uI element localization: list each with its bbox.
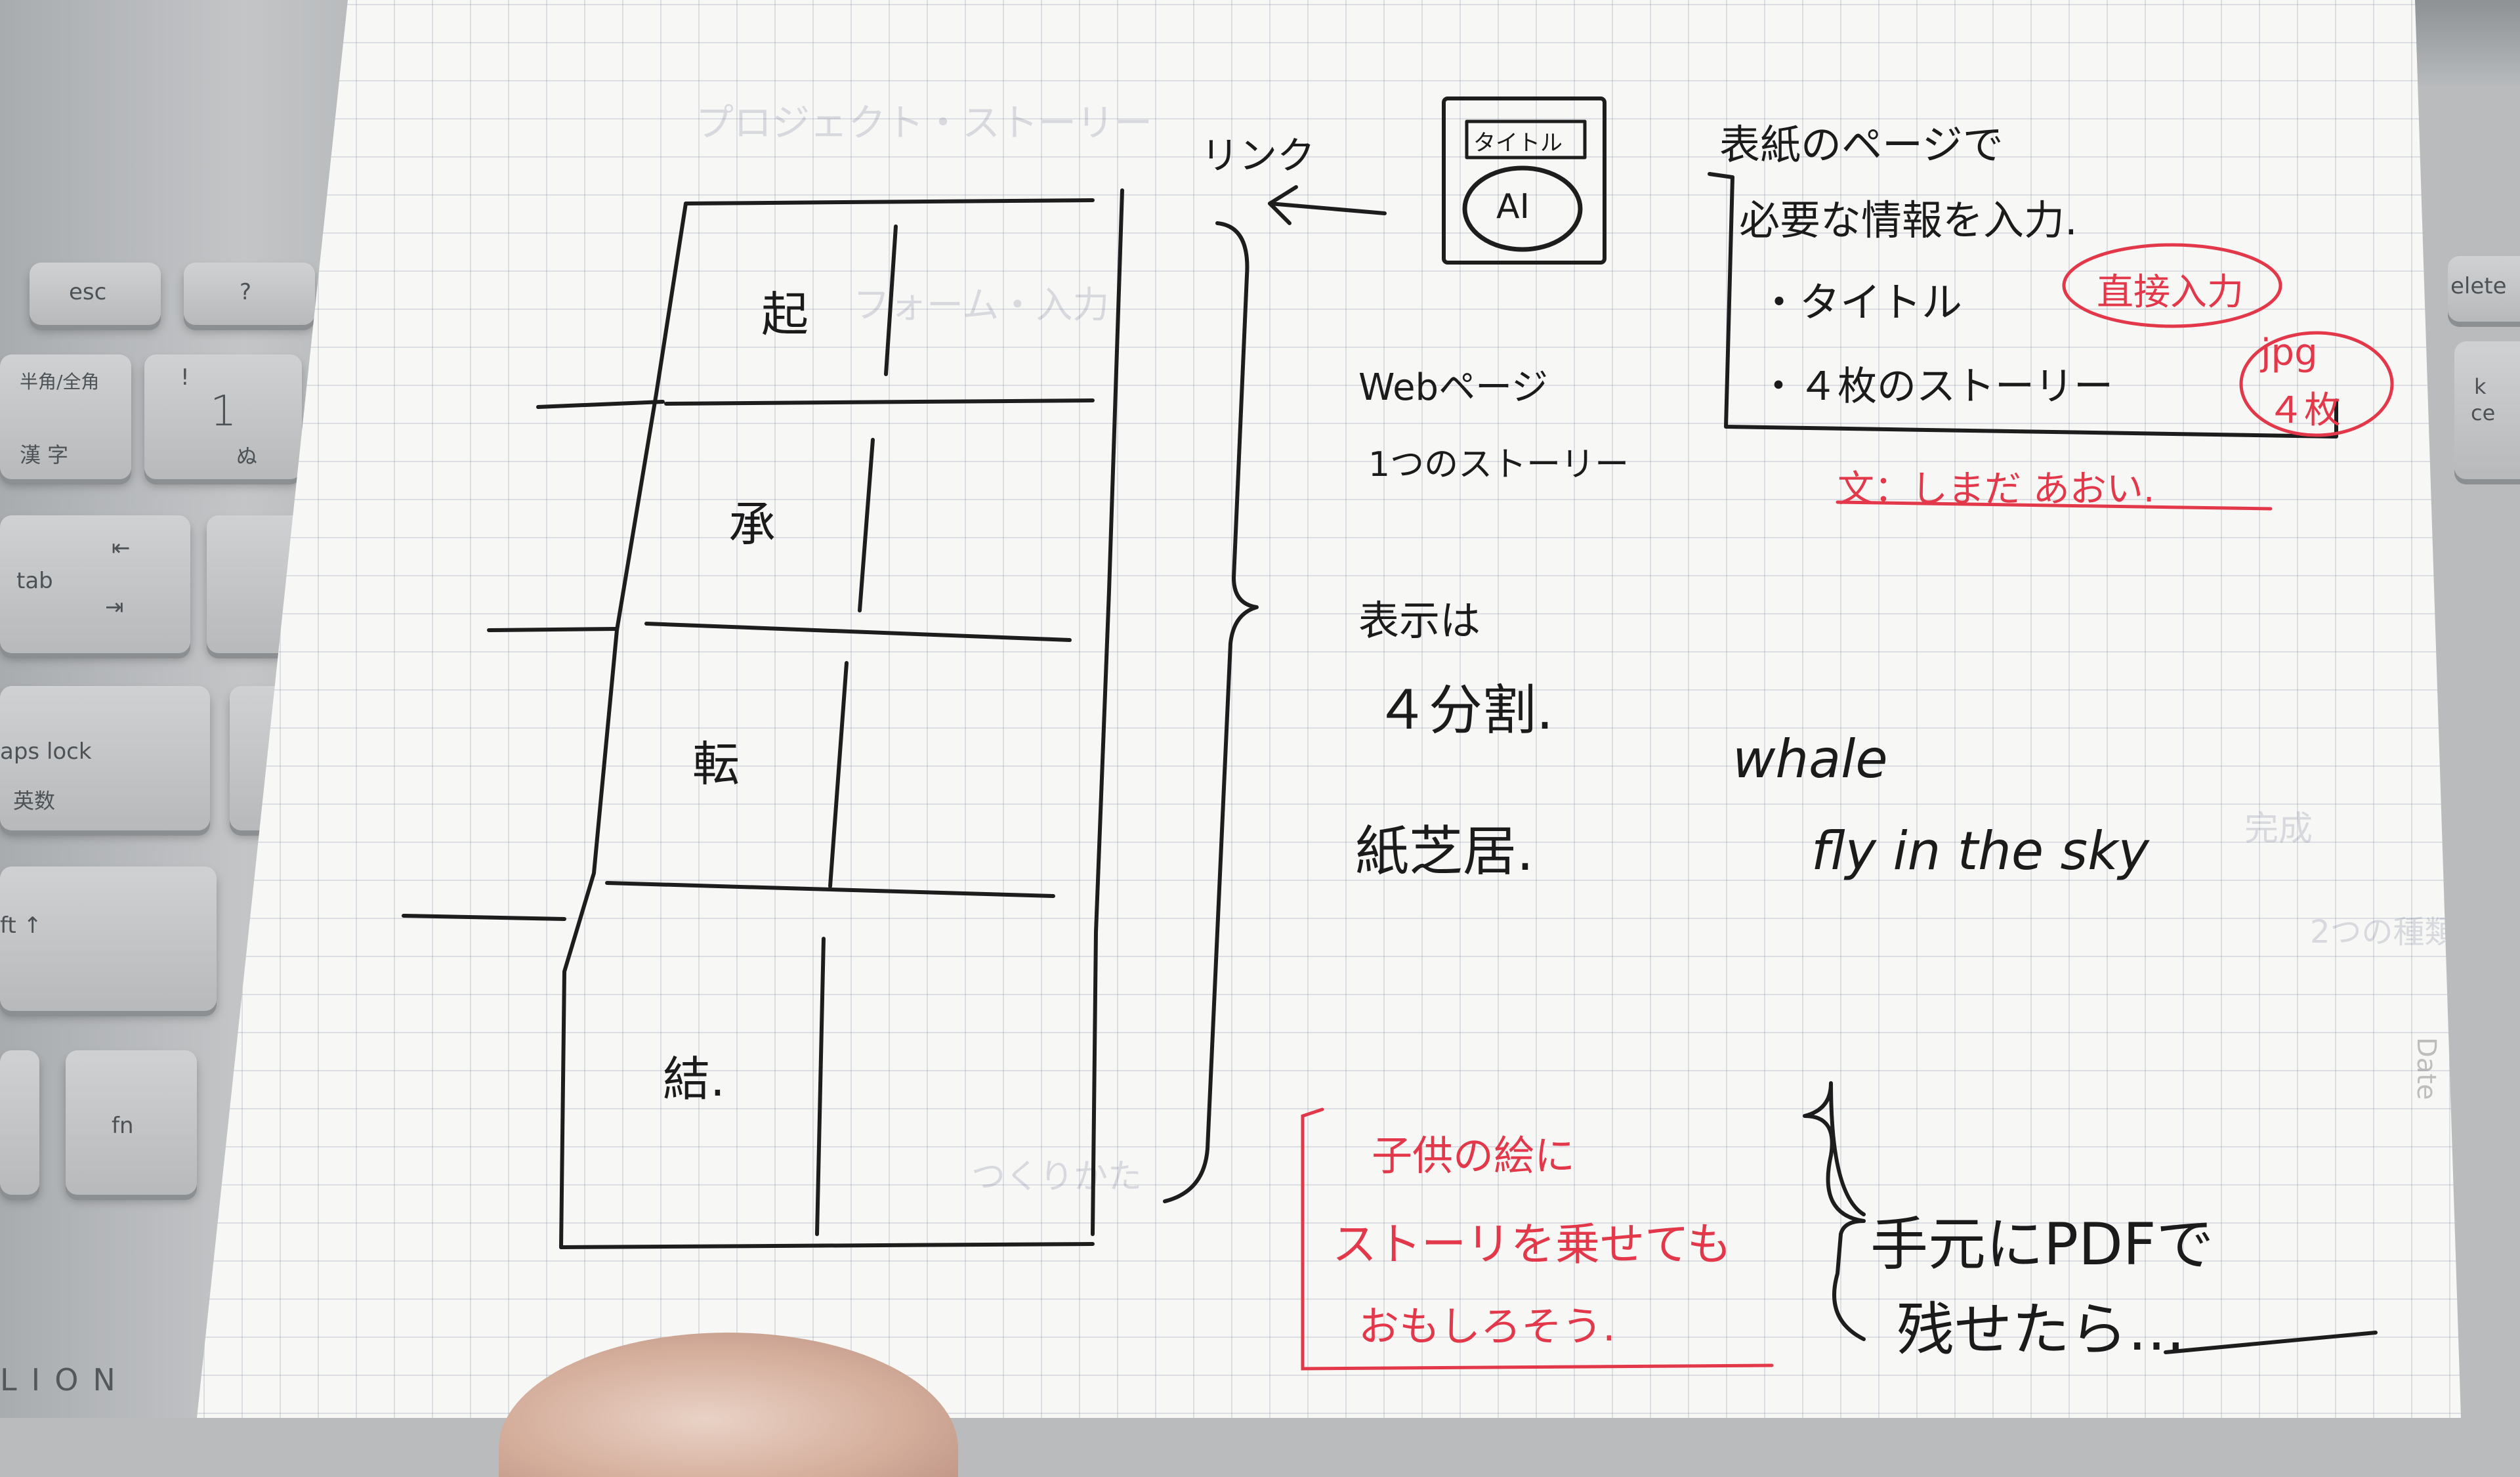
red-tag-four-sheets: ４枚	[2267, 389, 2341, 432]
cover-note-bracket	[1724, 175, 2338, 439]
ghost-text: 完成	[2244, 809, 2313, 849]
caps-lock-key[interactable]: aps lock 英数	[0, 686, 210, 830]
panel-label-ketsu: 結.	[663, 1052, 725, 1107]
panel-divider	[605, 881, 1055, 898]
cover-thumbnail-frame	[1442, 96, 1606, 265]
delete-key-label: elete	[2450, 273, 2507, 299]
laptop-brand: LION	[0, 1362, 130, 1398]
red-idea-bracket	[1301, 1107, 1774, 1371]
cover-ai-label: AI	[1496, 187, 1530, 226]
storyboard-top-edge	[684, 198, 1095, 205]
ghost-text: フォーム・入力	[853, 284, 1110, 327]
esc-key-label: esc	[69, 279, 107, 305]
kanji-key-label: 漢 字	[20, 442, 69, 467]
cover-note-item-story: ・４枚のストーリー	[1759, 364, 2113, 410]
one-story-note: 1つのストーリー	[1368, 445, 1629, 484]
pen-drawing	[402, 96, 2394, 1371]
panel-label-ten: 転	[692, 737, 740, 792]
pdf-note-line2: 残せたら…	[1897, 1296, 2186, 1363]
ghost-text: プロジェクト・ストーリー	[696, 100, 1153, 145]
red-author-note: 文：しまだ あおい.	[1838, 468, 2155, 511]
question-key-label: ?	[240, 279, 252, 305]
storyboard-right-edge	[1091, 188, 1124, 1236]
ghost-text: つくりかた	[971, 1157, 1143, 1197]
pdf-note-line1: 手元にPDFで	[1870, 1210, 2214, 1278]
link-label: リンク	[1201, 133, 1316, 178]
red-tag-jpg: jpg	[2261, 332, 2318, 374]
one-key[interactable]: ! 1 ぬ	[144, 354, 302, 479]
english-note-fly: fly in the sky	[1811, 821, 2149, 882]
brace	[1163, 221, 1259, 1203]
hankaku-key-label: 半角/全角	[20, 371, 100, 393]
tab-key[interactable]: tab ⇤ ⇥	[0, 515, 190, 653]
panel-divider	[644, 622, 1072, 642]
delete-key[interactable]: elete	[2448, 256, 2520, 322]
panel-label-sho: 承	[728, 497, 776, 552]
eisu-key-label: 英数	[13, 788, 56, 813]
english-note-whale: whale	[1732, 729, 1888, 790]
shift-key[interactable]: ft ↑	[0, 867, 217, 1011]
tab-right-arrow-icon: ⇥	[105, 594, 124, 620]
cover-note-item-title: ・タイトル	[1759, 278, 1963, 326]
cover-title-box	[1465, 119, 1587, 160]
ghost-text: 2つの種類	[2310, 914, 2456, 951]
ctrl-key[interactable]	[0, 1050, 39, 1195]
storyboard-left-edge	[559, 202, 688, 1249]
cover-note-heading-2: 必要な情報を入力.	[1739, 196, 2078, 244]
red-underline	[1836, 500, 2273, 511]
panel-label-ki: 起	[761, 287, 809, 342]
backspace-key-label-ce: ce	[2471, 400, 2496, 425]
red-idea-line2: ストーリを乗せても	[1332, 1219, 1732, 1271]
kamishibai-note: 紙芝居.	[1355, 821, 1534, 883]
red-idea-line1: 子供の絵に	[1372, 1132, 1576, 1180]
backspace-key-label-k: k	[2474, 374, 2487, 399]
question-key[interactable]: ?	[184, 263, 315, 325]
storyboard-bottom-edge	[559, 1242, 1095, 1249]
caps-lock-key-label: aps lock	[0, 739, 92, 765]
shift-key-label: ft ↑	[0, 912, 42, 939]
hankaku-zenkaku-key[interactable]: 半角/全角 漢 字	[0, 354, 131, 479]
esc-key[interactable]: esc	[30, 263, 161, 325]
red-oval-jpg	[2239, 331, 2394, 437]
web-page-note: Webページ	[1358, 366, 1548, 409]
backspace-key[interactable]: k ce	[2454, 341, 2520, 479]
panel-divider	[664, 398, 1095, 406]
one-key-digit: 1	[210, 387, 237, 436]
one-key-shift-label: !	[180, 364, 190, 391]
red-tag-direct-input: 直接入力	[2097, 271, 2244, 314]
tab-key-label: tab	[16, 568, 53, 594]
four-split-note: ４分割.	[1375, 679, 1554, 742]
fn-key-label: fn	[112, 1113, 134, 1139]
cover-note-heading: 表紙のページで	[1719, 121, 2004, 169]
cover-ai-circle	[1462, 165, 1583, 252]
display-note: 表示は	[1358, 597, 1481, 645]
red-idea-line3: おもしろそう.	[1358, 1302, 1616, 1350]
cover-title-label: タイトル	[1473, 130, 1563, 156]
fn-key[interactable]: fn	[66, 1050, 197, 1195]
grid-paper: プロジェクト・ストーリー フォーム・入力 完成 2つの種類 つくりかた Date	[197, 0, 2461, 1418]
tab-left-arrow-icon: ⇤	[112, 535, 131, 561]
red-oval-direct-input	[2062, 243, 2282, 328]
one-key-kana: ぬ	[236, 444, 258, 469]
